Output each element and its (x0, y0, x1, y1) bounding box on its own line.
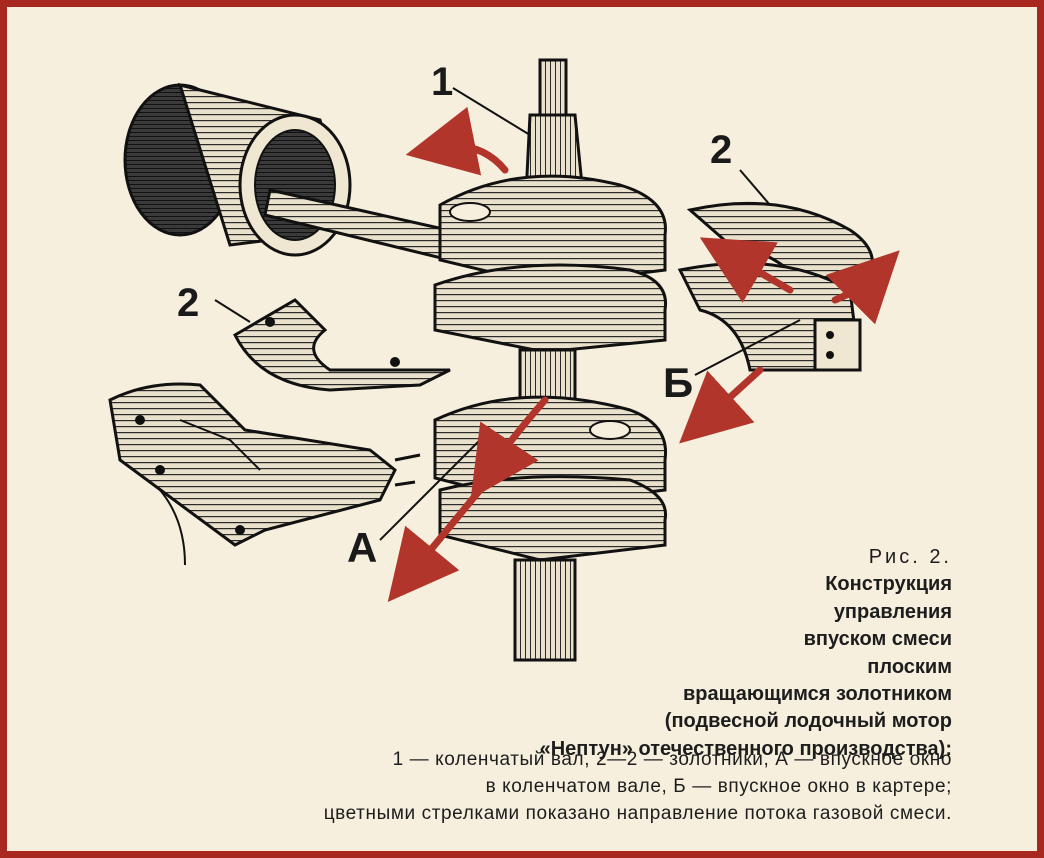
caption-title-line: вращающимся золотником (683, 683, 952, 706)
caption-legend-line: в коленчатом вале, Б — впускное окно в к… (485, 776, 952, 797)
caption-legend: 1 — коленчатый вал, 2—2 — золотники, А —… (324, 746, 952, 827)
caption-title-line: плоским (867, 655, 952, 678)
piston (123, 82, 352, 257)
caption-title-line: (подвесной лодочный мотор (664, 710, 952, 733)
caption-title-line: управления (833, 600, 952, 623)
caption-title-line: впуском смеси (803, 628, 952, 651)
caption-title-line: «Нептун» отечественного производства): (539, 737, 952, 760)
label-valve-left: 2 (177, 281, 200, 325)
gas-flow-arrows (387, 106, 900, 603)
caption-title-line: Конструкция (825, 573, 952, 596)
rotary-valve-left (233, 298, 451, 392)
caption-legend-line: цветными стрелками показано направление … (323, 803, 952, 824)
label-valve-right: 2 (710, 128, 733, 172)
crankcase-housing-left (108, 382, 421, 566)
label-crankshaft: 1 (431, 60, 454, 104)
label-port-b: Б (663, 359, 694, 406)
label-port-a: А (347, 524, 378, 571)
figure-caption: Рис. 2. Конструкция управления впуском с… (540, 544, 952, 763)
caption-legend-line: 1 — коленчатый вал, 2—2 — золотники, А —… (392, 749, 952, 770)
figure-number: Рис. 2. (868, 546, 952, 568)
